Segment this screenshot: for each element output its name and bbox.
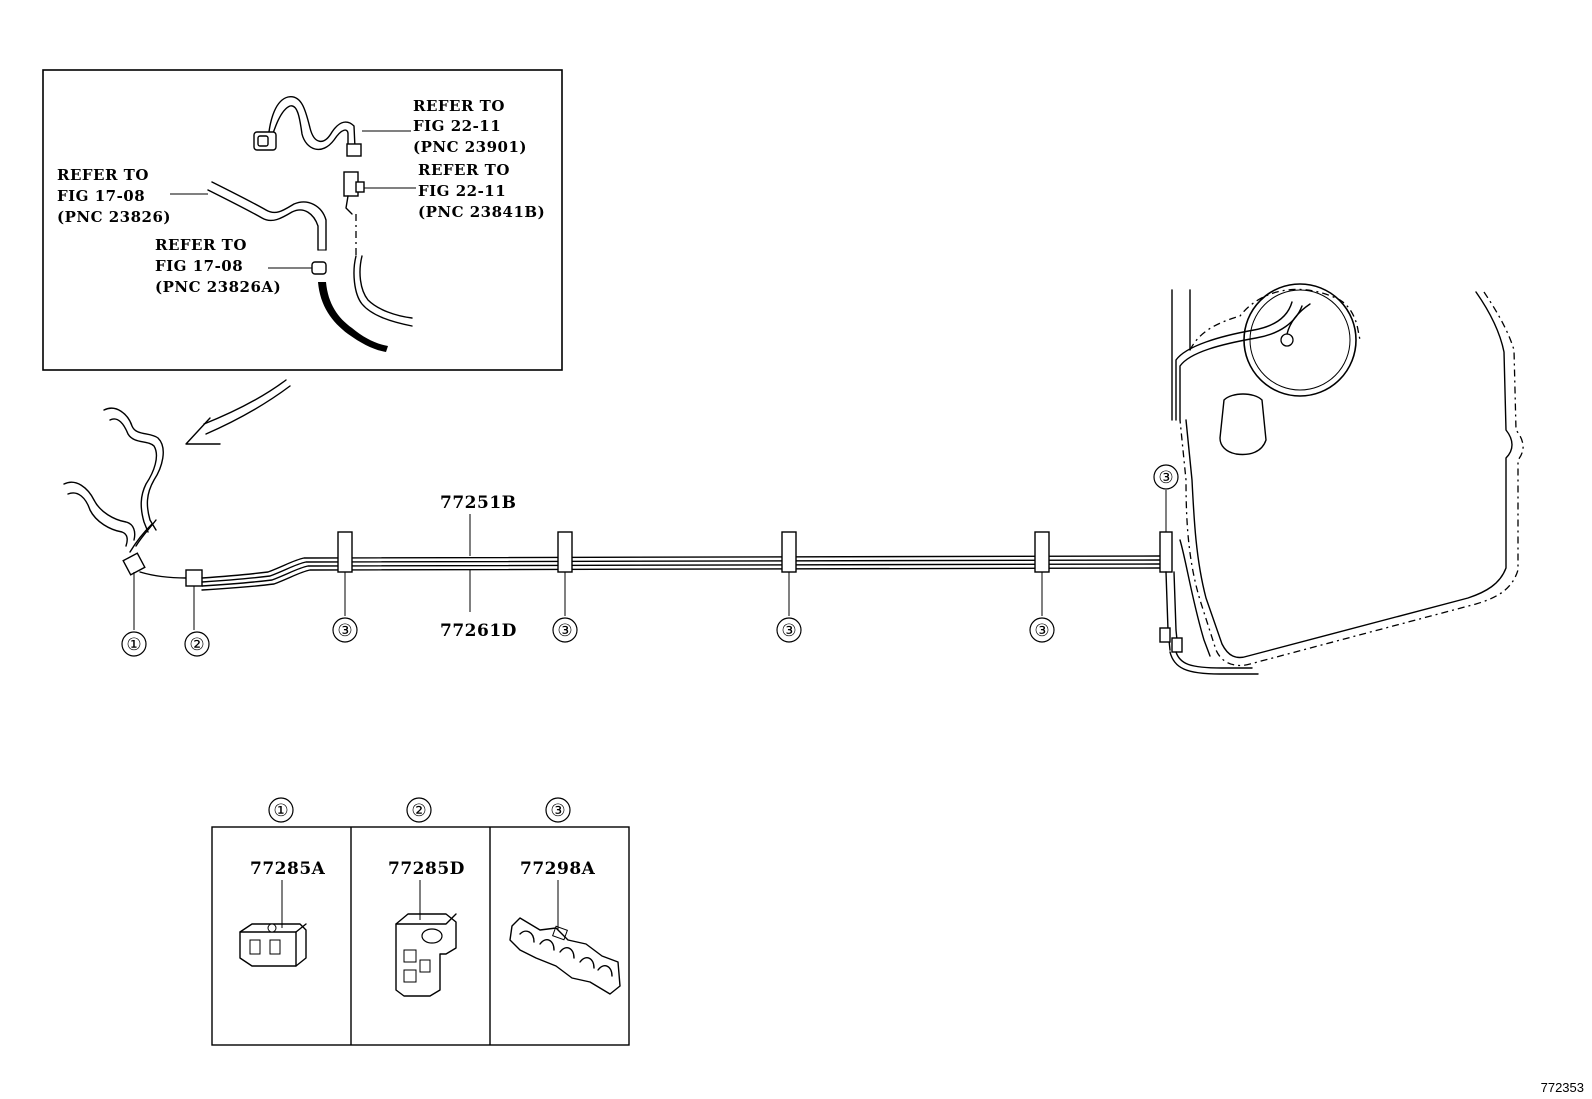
ref-line: REFER TO [413,97,505,115]
legend-header-1: ① [268,797,294,823]
callout-number: ① [126,635,141,655]
clip-legend: ① ② ③ 77285A 77285D 77298A [211,797,630,1046]
clamp-77298a [1034,531,1050,573]
callout-3: ③ [332,617,358,643]
callout-3: ③ [552,617,578,643]
callout-number: ③ [557,621,572,641]
ref-line: (PNC 23826A) [155,278,281,296]
ref-line: REFER TO [155,236,247,254]
clamp-77298a [557,531,573,573]
legend-number: ① [273,801,288,821]
left-hose-assembly [63,407,187,579]
ref-line: FIG 22-11 [413,117,501,135]
clamp-row [337,531,1173,573]
fuel-line-run [201,555,1161,591]
callout-3: ③ [1153,464,1179,490]
part-label-77261d: 77261D [440,621,517,641]
leader-lines [133,490,1167,630]
legend-number: ② [411,801,426,821]
ref-label-pnc-23841b: REFER TO FIG 22-11 (PNC 23841B) [418,161,545,221]
legend-part-77285d: 77285D [388,859,465,879]
ref-line: REFER TO [418,161,510,179]
ref-label-pnc-23826: REFER TO FIG 17-08 (PNC 23826) [57,166,171,226]
callout-number: ③ [1034,621,1049,641]
ref-label-pnc-23826a: REFER TO FIG 17-08 (PNC 23826A) [155,236,281,296]
callout-number: ③ [781,621,796,641]
callout-number: ③ [1158,468,1173,488]
clip-77285d [185,569,203,587]
ref-line: FIG 17-08 [57,187,145,205]
ref-line: (PNC 23826) [57,208,171,226]
ref-line: REFER TO [57,166,149,184]
clamp-77298a [1159,531,1173,573]
ref-line: FIG 17-08 [155,257,243,275]
ref-line: (PNC 23841B) [418,203,545,221]
legend-part-77298a: 77298A [520,859,596,879]
inset-frame [42,69,563,371]
ref-label-pnc-23901: REFER TO FIG 22-11 (PNC 23901) [413,97,527,156]
inset-right-hose [343,171,416,327]
figure-id: 772353 [1541,1080,1584,1095]
clamp-77298a-icon [509,880,621,995]
callout-2: ② [184,631,210,657]
callout-number: ③ [337,621,352,641]
callout-1: ① [121,631,147,657]
callout-number: ② [189,635,204,655]
fuel-tank [1159,283,1524,675]
clip-77285a-icon [239,880,307,967]
legend-part-77285a: 77285A [250,859,326,879]
detail-arrow-icon [185,379,291,445]
clamp-77298a [337,531,353,573]
callout-3: ③ [1029,617,1055,643]
part-label-77251b: 77251B [440,493,517,513]
callout-3: ③ [776,617,802,643]
legend-header-3: ③ [545,797,571,823]
inset-panel: REFER TO FIG 22-11 (PNC 23901) REFER TO … [42,69,563,371]
legend-header-2: ② [406,797,432,823]
inset-left-pipe [170,181,327,251]
clip-77285d-icon [395,880,457,997]
inset-upper-pipe [253,96,411,157]
clamp-77298a [781,531,797,573]
inset-lower-hose [268,261,388,352]
ref-line: FIG 22-11 [418,182,506,200]
legend-frame [211,826,630,1046]
legend-number: ③ [550,801,565,821]
ref-line: (PNC 23901) [413,138,527,156]
